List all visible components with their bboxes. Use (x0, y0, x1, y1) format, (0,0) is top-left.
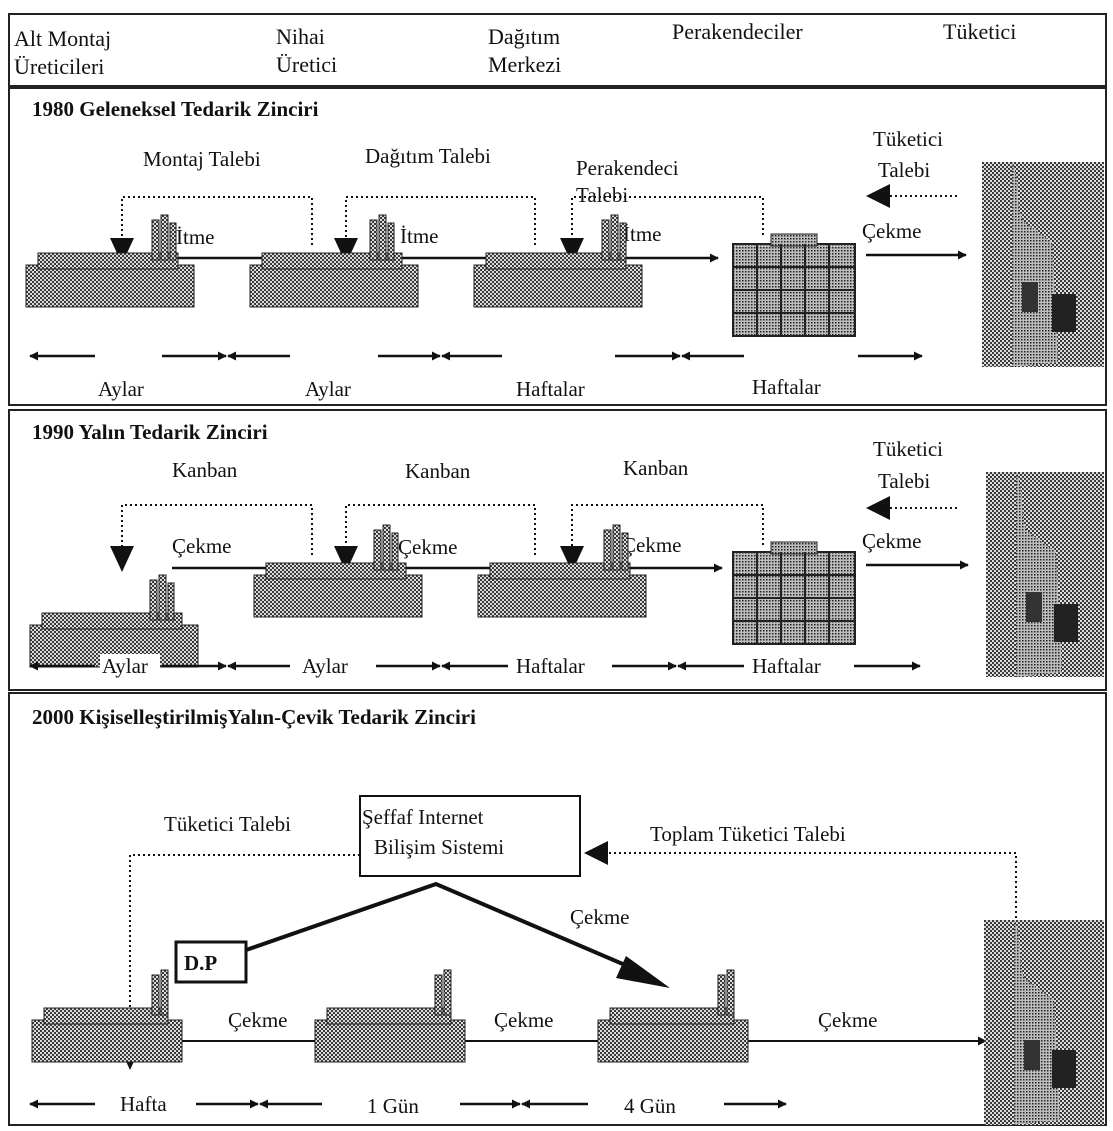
consumer-demand-2: Talebi (878, 158, 930, 182)
header-col4: Perakendeciler (672, 19, 803, 44)
demand-label-montaj: Montaj Talebi (143, 147, 261, 171)
duration-hafta: Hafta (120, 1092, 167, 1116)
flow-label-itme-1: İtme (176, 225, 214, 249)
pull-main-line (246, 884, 646, 974)
flow-label-cekme: Çekme (862, 219, 921, 243)
section-2000: 2000 KişiselleştirilmişYalın-Çevik Tedar… (30, 705, 1104, 1125)
duration-1990-haftalar-2: Haftalar (752, 654, 821, 678)
flow-label-itme-3: İtme (623, 222, 661, 246)
factory-icon (254, 525, 422, 617)
consumer-icon (982, 162, 1104, 367)
factory-icon (474, 215, 642, 307)
section-1990: 1990 Yalın Tedarik Zinciri Kanban Kanban… (30, 420, 1104, 678)
consumer-demand-1: Tüketici (873, 127, 943, 151)
duration-1990-haftalar-1: Haftalar (516, 654, 585, 678)
section-2000-title: 2000 KişiselleştirilmişYalın-Çevik Tedar… (32, 705, 476, 729)
demand-label-perakendeci-1: Perakendeci (576, 156, 679, 180)
pull-2000-label-1: Çekme (228, 1008, 287, 1032)
header-col1-line1: Alt Montaj (14, 26, 111, 51)
header-col2-line2: Üretici (276, 52, 337, 77)
section-1980-title: 1980 Geleneksel Tedarik Zinciri (32, 97, 319, 121)
duration-aylar-2: Aylar (305, 377, 351, 401)
consumer-icon (984, 920, 1104, 1125)
pull-label-3: Çekme (622, 533, 681, 557)
section-1980: 1980 Geleneksel Tedarik Zinciri Montaj T… (26, 97, 1104, 401)
factory-icon (598, 970, 748, 1062)
factory-icon (32, 970, 182, 1062)
header-col1-line2: Üreticileri (14, 54, 104, 79)
factory-icon (250, 215, 418, 307)
flow-label-itme-2: İtme (400, 224, 438, 248)
demand-label-perakendeci-2: Talebi (576, 183, 628, 207)
section-1990-title: 1990 Yalın Tedarik Zinciri (32, 420, 268, 444)
consumer-demand-1990-2: Talebi (878, 469, 930, 493)
info-system-line1: Şeffaf Internet (362, 805, 484, 829)
header-row: Alt Montaj Üreticileri Nihai Üretici Dağ… (14, 19, 1016, 79)
info-system-line2: Bilişim Sistemi (374, 835, 504, 859)
dp-label: D.P (184, 951, 217, 975)
pull-2000-label-3: Çekme (818, 1008, 877, 1032)
duration-1990-aylar-1: Aylar (102, 654, 148, 678)
pull-main-label: Çekme (570, 905, 629, 929)
header-col2-line1: Nihai (276, 24, 325, 49)
duration-haftalar-1: Haftalar (516, 377, 585, 401)
kanban-label-1: Kanban (172, 458, 238, 482)
factory-icon (478, 525, 646, 617)
demand-dotted-lines (122, 197, 763, 258)
consumer-demand-2000: Tüketici Talebi (164, 812, 291, 836)
header-col5: Tüketici (943, 19, 1016, 44)
pull-label-4: Çekme (862, 529, 921, 553)
duration-1990-aylar-2: Aylar (302, 654, 348, 678)
store-icon (733, 542, 855, 644)
consumer-demand-1990-1: Tüketici (873, 437, 943, 461)
pull-2000-label-2: Çekme (494, 1008, 553, 1032)
kanban-label-2: Kanban (405, 459, 471, 483)
duration-haftalar-2: Haftalar (752, 375, 821, 399)
total-demand-label: Toplam Tüketici Talebi (650, 822, 846, 846)
duration-aylar-1: Aylar (98, 377, 144, 401)
demand-label-dagitim: Dağıtım Talebi (365, 144, 491, 168)
duration-4-gun: 4 Gün (624, 1094, 676, 1118)
header-col3-line2: Merkezi (488, 52, 561, 77)
pull-label-2: Çekme (398, 535, 457, 559)
factory-icon (26, 215, 194, 307)
consumer-icon (986, 472, 1104, 677)
kanban-label-3: Kanban (623, 456, 689, 480)
factory-icon (315, 970, 465, 1062)
pull-label-1: Çekme (172, 534, 231, 558)
header-col3-line1: Dağıtım (488, 24, 560, 49)
duration-1-gun: 1 Gün (367, 1094, 419, 1118)
store-icon (733, 234, 855, 336)
